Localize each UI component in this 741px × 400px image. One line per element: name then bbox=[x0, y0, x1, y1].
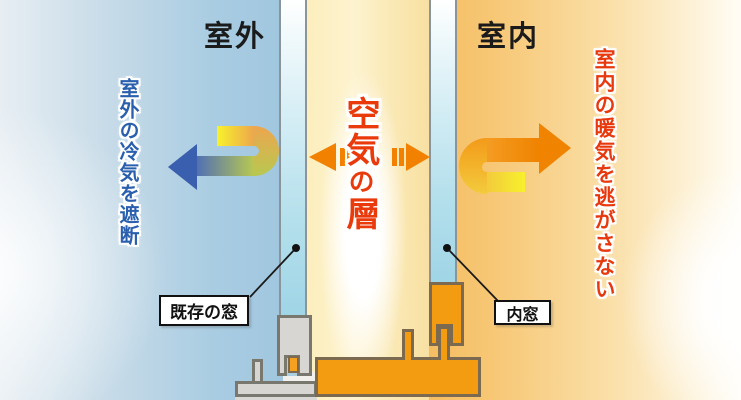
air-layer-text-part1: 空気 bbox=[341, 96, 379, 168]
air-layer-text: 空気の層 bbox=[341, 96, 379, 232]
inner-window-glass-pane bbox=[429, 0, 457, 285]
existing-window-callout: 既存の窓 bbox=[159, 295, 249, 326]
indoor-region-label: 室内 bbox=[477, 21, 540, 53]
outdoor-region-background bbox=[0, 0, 307, 400]
air-layer-text-part2: の bbox=[345, 168, 375, 196]
existing-sash-track-rail bbox=[288, 356, 299, 373]
indoor-effect-text: 室内の暖気を逃がさない bbox=[592, 48, 615, 301]
sill-highlight-gap bbox=[283, 372, 316, 382]
inner-sash-track-rail bbox=[438, 326, 450, 360]
air-layer-text-part3: 層 bbox=[341, 196, 379, 232]
u-turn-arrow-keeping-warmth bbox=[459, 123, 571, 194]
double-headed-air-layer-arrow bbox=[309, 143, 430, 171]
inner-sill-base bbox=[315, 357, 481, 397]
inner-window-callout: 内窓 bbox=[494, 300, 551, 325]
leader-line-existing-window bbox=[249, 244, 300, 298]
u-turn-arrow-blocking-cold bbox=[168, 126, 279, 190]
leader-line-inner-window bbox=[443, 244, 499, 302]
outdoor-sill-rail bbox=[252, 359, 263, 382]
outdoor-region-label: 室外 bbox=[204, 21, 267, 53]
outdoor-effect-text: 室外の冷気を遮断 bbox=[116, 78, 138, 246]
existing-window-glass-pane bbox=[279, 0, 307, 318]
inner-sill-rail-spare bbox=[402, 329, 414, 360]
outdoor-sill-base-lip bbox=[235, 397, 317, 400]
indoor-region-background bbox=[429, 0, 741, 400]
